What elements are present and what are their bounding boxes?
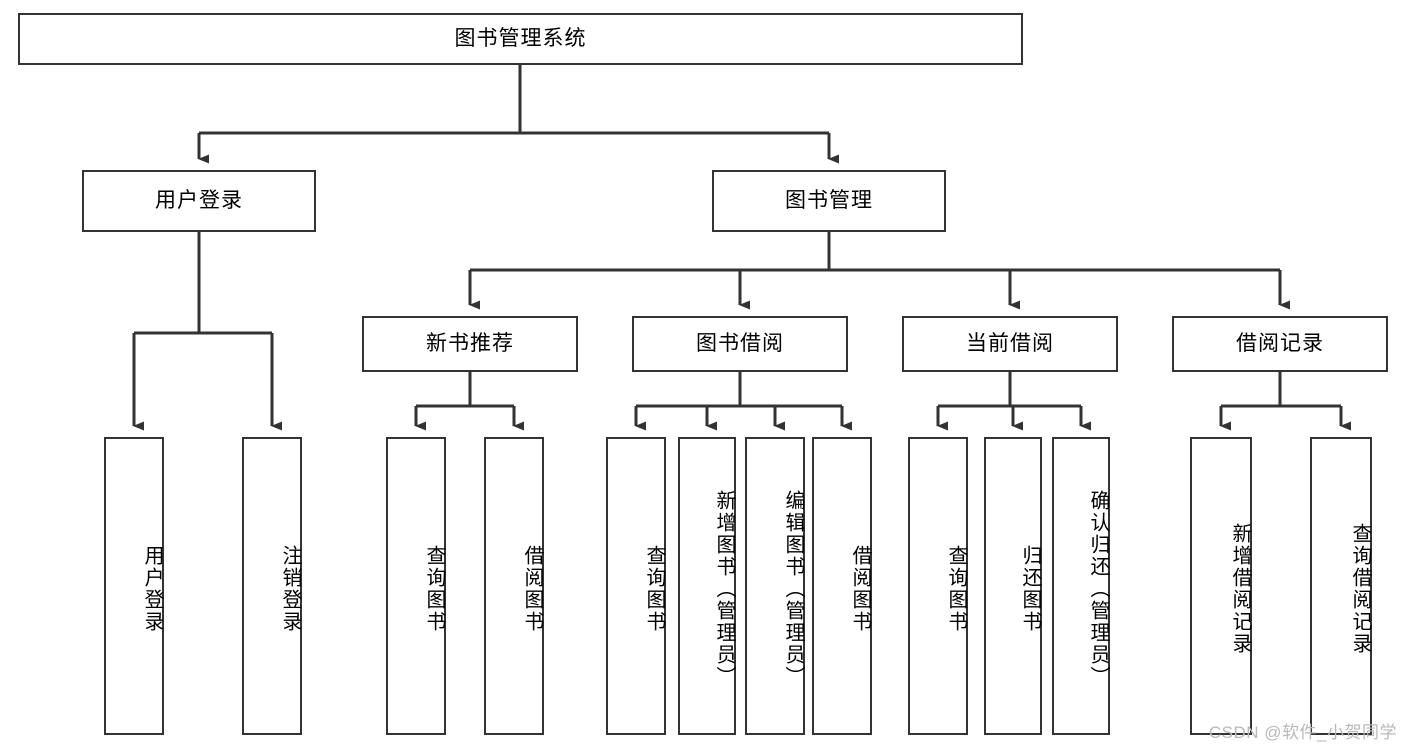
- leaf-add-book-admin-label: 新增图书（管理员）: [713, 490, 735, 688]
- leaf-user-login-label: 用户登录: [141, 545, 163, 633]
- leaf-user-login[interactable]: 用户登录: [104, 437, 164, 735]
- node-borrow-record-label: 借阅记录: [1236, 331, 1324, 355]
- leaf-confirm-return-admin[interactable]: 确认归还（管理员）: [1052, 437, 1110, 735]
- node-new-book-recommend[interactable]: 新书推荐: [362, 316, 578, 372]
- leaf-add-borrow-record-label: 新增借阅记录: [1229, 523, 1251, 655]
- leaf-edit-book-admin-label: 编辑图书（管理员）: [782, 490, 804, 688]
- node-current-borrow-label: 当前借阅: [966, 331, 1054, 355]
- node-user-login-label: 用户登录: [155, 188, 243, 212]
- node-current-borrow[interactable]: 当前借阅: [902, 316, 1118, 372]
- node-book-borrow-label: 图书借阅: [696, 331, 784, 355]
- leaf-query-borrow-record[interactable]: 查询借阅记录: [1310, 437, 1372, 735]
- leaf-borrow-book-1[interactable]: 借阅图书: [484, 437, 544, 735]
- leaf-query-book-3[interactable]: 查询图书: [908, 437, 968, 735]
- leaf-query-book-1[interactable]: 查询图书: [386, 437, 446, 735]
- leaf-borrow-book-2-label: 借阅图书: [849, 545, 871, 633]
- leaf-borrow-book-2[interactable]: 借阅图书: [812, 437, 872, 735]
- node-root[interactable]: 图书管理系统: [18, 13, 1023, 65]
- leaf-add-borrow-record[interactable]: 新增借阅记录: [1190, 437, 1252, 735]
- leaf-logout-label: 注销登录: [279, 545, 301, 633]
- node-new-book-recommend-label: 新书推荐: [426, 331, 514, 355]
- leaf-query-book-3-label: 查询图书: [945, 545, 967, 633]
- leaf-edit-book-admin[interactable]: 编辑图书（管理员）: [745, 437, 805, 735]
- leaf-borrow-book-1-label: 借阅图书: [521, 545, 543, 633]
- node-user-login[interactable]: 用户登录: [82, 170, 316, 232]
- leaf-return-book[interactable]: 归还图书: [984, 437, 1042, 735]
- leaf-logout[interactable]: 注销登录: [242, 437, 302, 735]
- leaf-query-borrow-record-label: 查询借阅记录: [1349, 523, 1371, 655]
- node-borrow-record[interactable]: 借阅记录: [1172, 316, 1388, 372]
- node-book-manage[interactable]: 图书管理: [712, 170, 946, 232]
- leaf-query-book-1-label: 查询图书: [423, 545, 445, 633]
- node-book-borrow[interactable]: 图书借阅: [632, 316, 848, 372]
- watermark: CSDN @软件_小贺同学: [1208, 723, 1397, 742]
- leaf-confirm-return-admin-label: 确认归还（管理员）: [1087, 490, 1109, 688]
- leaf-query-book-2-label: 查询图书: [643, 545, 665, 633]
- node-root-label: 图书管理系统: [454, 26, 587, 50]
- node-book-manage-label: 图书管理: [785, 188, 873, 212]
- leaf-add-book-admin[interactable]: 新增图书（管理员）: [678, 437, 736, 735]
- leaf-return-book-label: 归还图书: [1019, 545, 1041, 633]
- leaf-query-book-2[interactable]: 查询图书: [606, 437, 666, 735]
